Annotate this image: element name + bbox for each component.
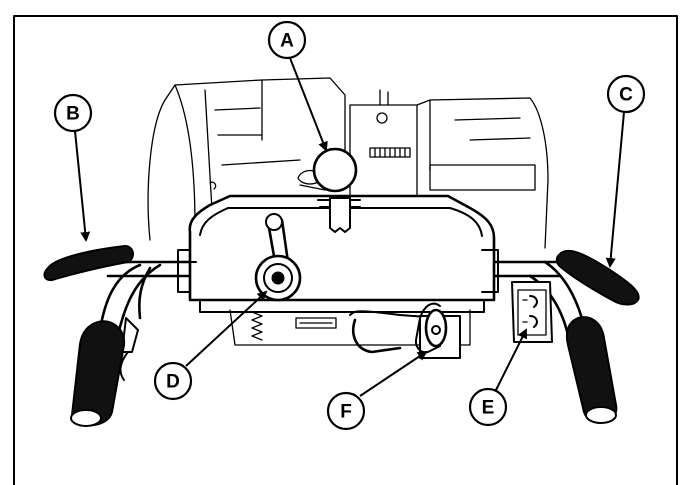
key-knob (312, 147, 358, 193)
callout-d: D (153, 361, 193, 401)
choke-primer (349, 302, 461, 359)
callout-c-label: C (619, 85, 633, 106)
left-handlebar (43, 245, 197, 427)
callout-e: E (468, 387, 508, 427)
callout-c: C (606, 74, 646, 114)
right-handlebar (493, 249, 640, 424)
callout-b-label: B (66, 104, 80, 125)
leader-f (359, 350, 428, 397)
chute-crank-knob (254, 254, 302, 302)
leader-b (74, 130, 91, 242)
callout-a: A (267, 20, 307, 60)
leader-a (289, 57, 328, 152)
leader-d (185, 290, 268, 367)
callout-a-label: A (280, 31, 294, 52)
switch-plate (511, 281, 553, 343)
leader-lines (74, 57, 625, 397)
ignition-key (312, 147, 361, 233)
figure-frame (13, 15, 678, 485)
callout-e-label: E (482, 398, 495, 419)
callout-f: F (326, 391, 366, 431)
callout-b: B (53, 93, 93, 133)
callout-d-label: D (166, 372, 180, 393)
leader-c (605, 111, 625, 268)
leader-e (495, 328, 527, 391)
callout-f-label: F (340, 402, 352, 423)
machine-body-outline (147, 77, 549, 346)
